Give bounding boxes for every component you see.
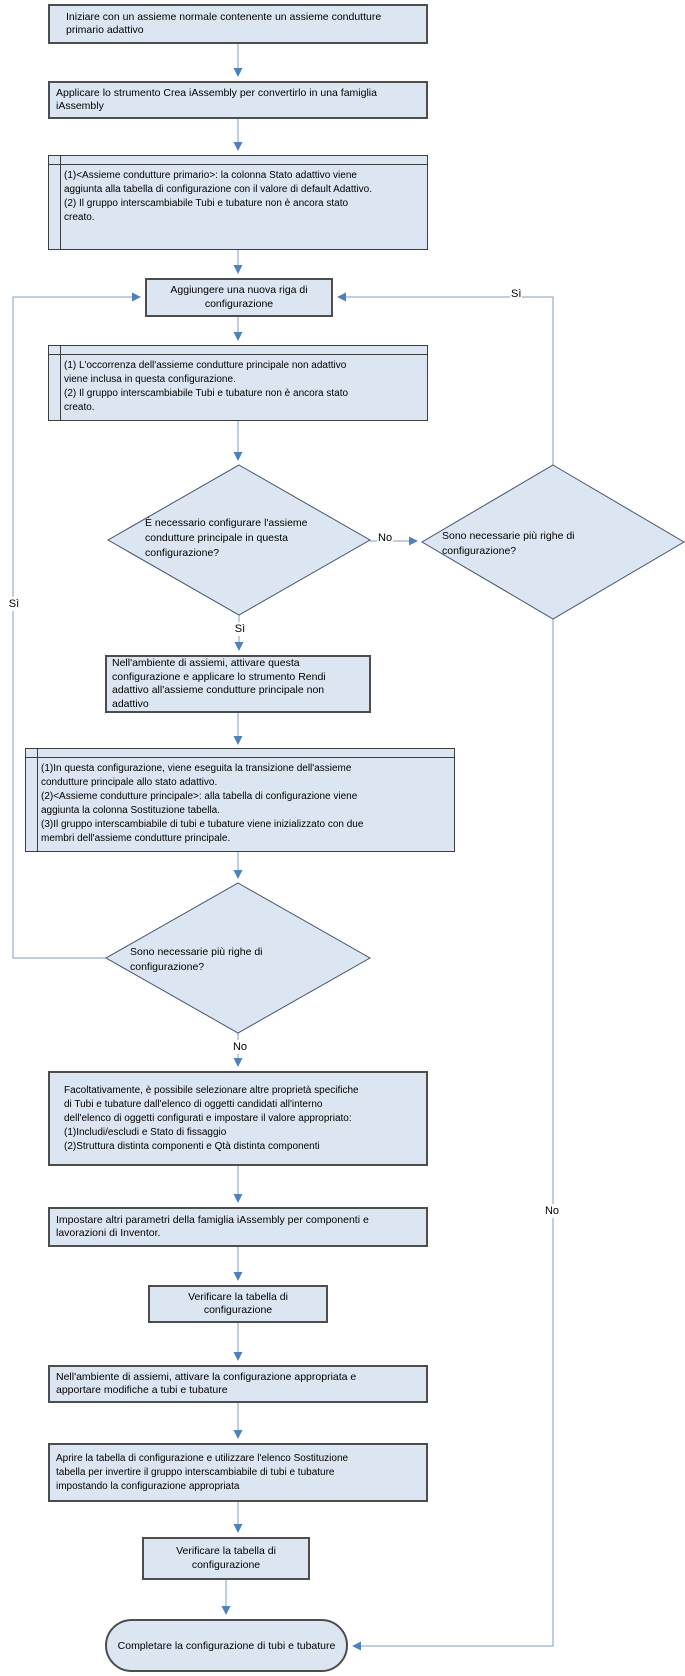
edge-loop-right-no xyxy=(352,619,554,1651)
node-verify-table-1: Verificare la tabella di configurazione xyxy=(148,1285,328,1323)
edge-loop-left-yes xyxy=(12,292,141,959)
node-create-iassembly: Applicare lo strumento Crea iAssembly pe… xyxy=(48,81,428,119)
decision-configure-main-label: È necessario configurare l'assieme condu… xyxy=(145,517,308,559)
decision-more-rows-right-shape xyxy=(421,464,685,620)
node-set-params-label: Impostare altri parametri della famiglia… xyxy=(56,1213,369,1240)
note-top-divider xyxy=(49,164,427,165)
node-activate-config: Nell'ambiente di assiemi, attivare la co… xyxy=(48,1365,428,1403)
note-left-divider xyxy=(37,749,38,851)
edge-label-yes-decision1: Sì xyxy=(226,622,254,636)
node-activate-config-label: Nell'ambiente di assiemi, attivare la co… xyxy=(56,1370,357,1397)
node-note-occurrence: (1) L'occorrenza dell'assieme condutture… xyxy=(48,345,428,421)
node-start: Iniziare con un assieme normale contenen… xyxy=(48,4,428,44)
note-left-divider xyxy=(60,156,61,249)
edge-loop-right-yes xyxy=(337,292,554,465)
note-top-divider xyxy=(26,757,454,758)
node-add-row-label: Aggiungere una nuova riga di configurazi… xyxy=(170,284,308,310)
edge-label-no-right-loop: No xyxy=(538,1204,566,1218)
edge-label-no-decision2: No xyxy=(226,1040,254,1054)
note-left-divider xyxy=(60,346,61,420)
node-make-adaptive: Nell'ambiente di assiemi, attivare quest… xyxy=(105,655,371,713)
decision-more-rows-left-label: Sono necessarie più righe di configurazi… xyxy=(130,946,263,973)
decision-configure-main-shape xyxy=(106,464,372,616)
node-note-transition-label: (1)In questa configurazione, viene esegu… xyxy=(41,763,364,844)
node-open-table-label: Aprire la tabella di configurazione e ut… xyxy=(56,1452,349,1492)
node-create-iassembly-label: Applicare lo strumento Crea iAssembly pe… xyxy=(56,86,377,113)
note-top-divider xyxy=(49,354,427,355)
node-start-label: Iniziare con un assieme normale contenen… xyxy=(66,10,382,37)
node-verify-table-2: Verificare la tabella di configurazione xyxy=(142,1537,310,1580)
decision-more-rows-right-label: Sono necessarie più righe di configurazi… xyxy=(442,530,575,557)
node-note-primary: (1)<Assieme condutture primario>: la col… xyxy=(48,155,428,250)
node-verify-table-1-label: Verificare la tabella di configurazione xyxy=(188,1290,288,1317)
node-set-params: Impostare altri parametri della famiglia… xyxy=(48,1207,428,1247)
node-complete-label: Completare la configurazione di tubi e t… xyxy=(117,1639,336,1652)
node-verify-table-2-label: Verificare la tabella di configurazione xyxy=(176,1545,276,1571)
node-note-occurrence-label: (1) L'occorrenza dell'assieme condutture… xyxy=(64,360,349,413)
node-open-table: Aprire la tabella di configurazione e ut… xyxy=(48,1443,428,1502)
node-add-row: Aggiungere una nuova riga di configurazi… xyxy=(145,278,333,317)
node-note-primary-label: (1)<Assieme condutture primario>: la col… xyxy=(64,170,372,223)
node-note-transition: (1)In questa configurazione, viene esegu… xyxy=(25,748,455,852)
node-optional-props: Facoltativamente, è possibile selezionar… xyxy=(48,1071,428,1166)
node-complete-terminator: Completare la configurazione di tubi e t… xyxy=(105,1619,348,1672)
edge-label-yes-left-loop: Sì xyxy=(1,597,27,611)
node-optional-props-label: Facoltativamente, è possibile selezionar… xyxy=(64,1084,359,1152)
edge-label-no-decision1: No xyxy=(377,531,394,545)
decision-more-rows-left-shape xyxy=(104,882,372,1034)
edge-label-yes-right-loop: Sì xyxy=(510,287,523,301)
node-make-adaptive-label: Nell'ambiente di assiemi, attivare quest… xyxy=(112,657,326,710)
